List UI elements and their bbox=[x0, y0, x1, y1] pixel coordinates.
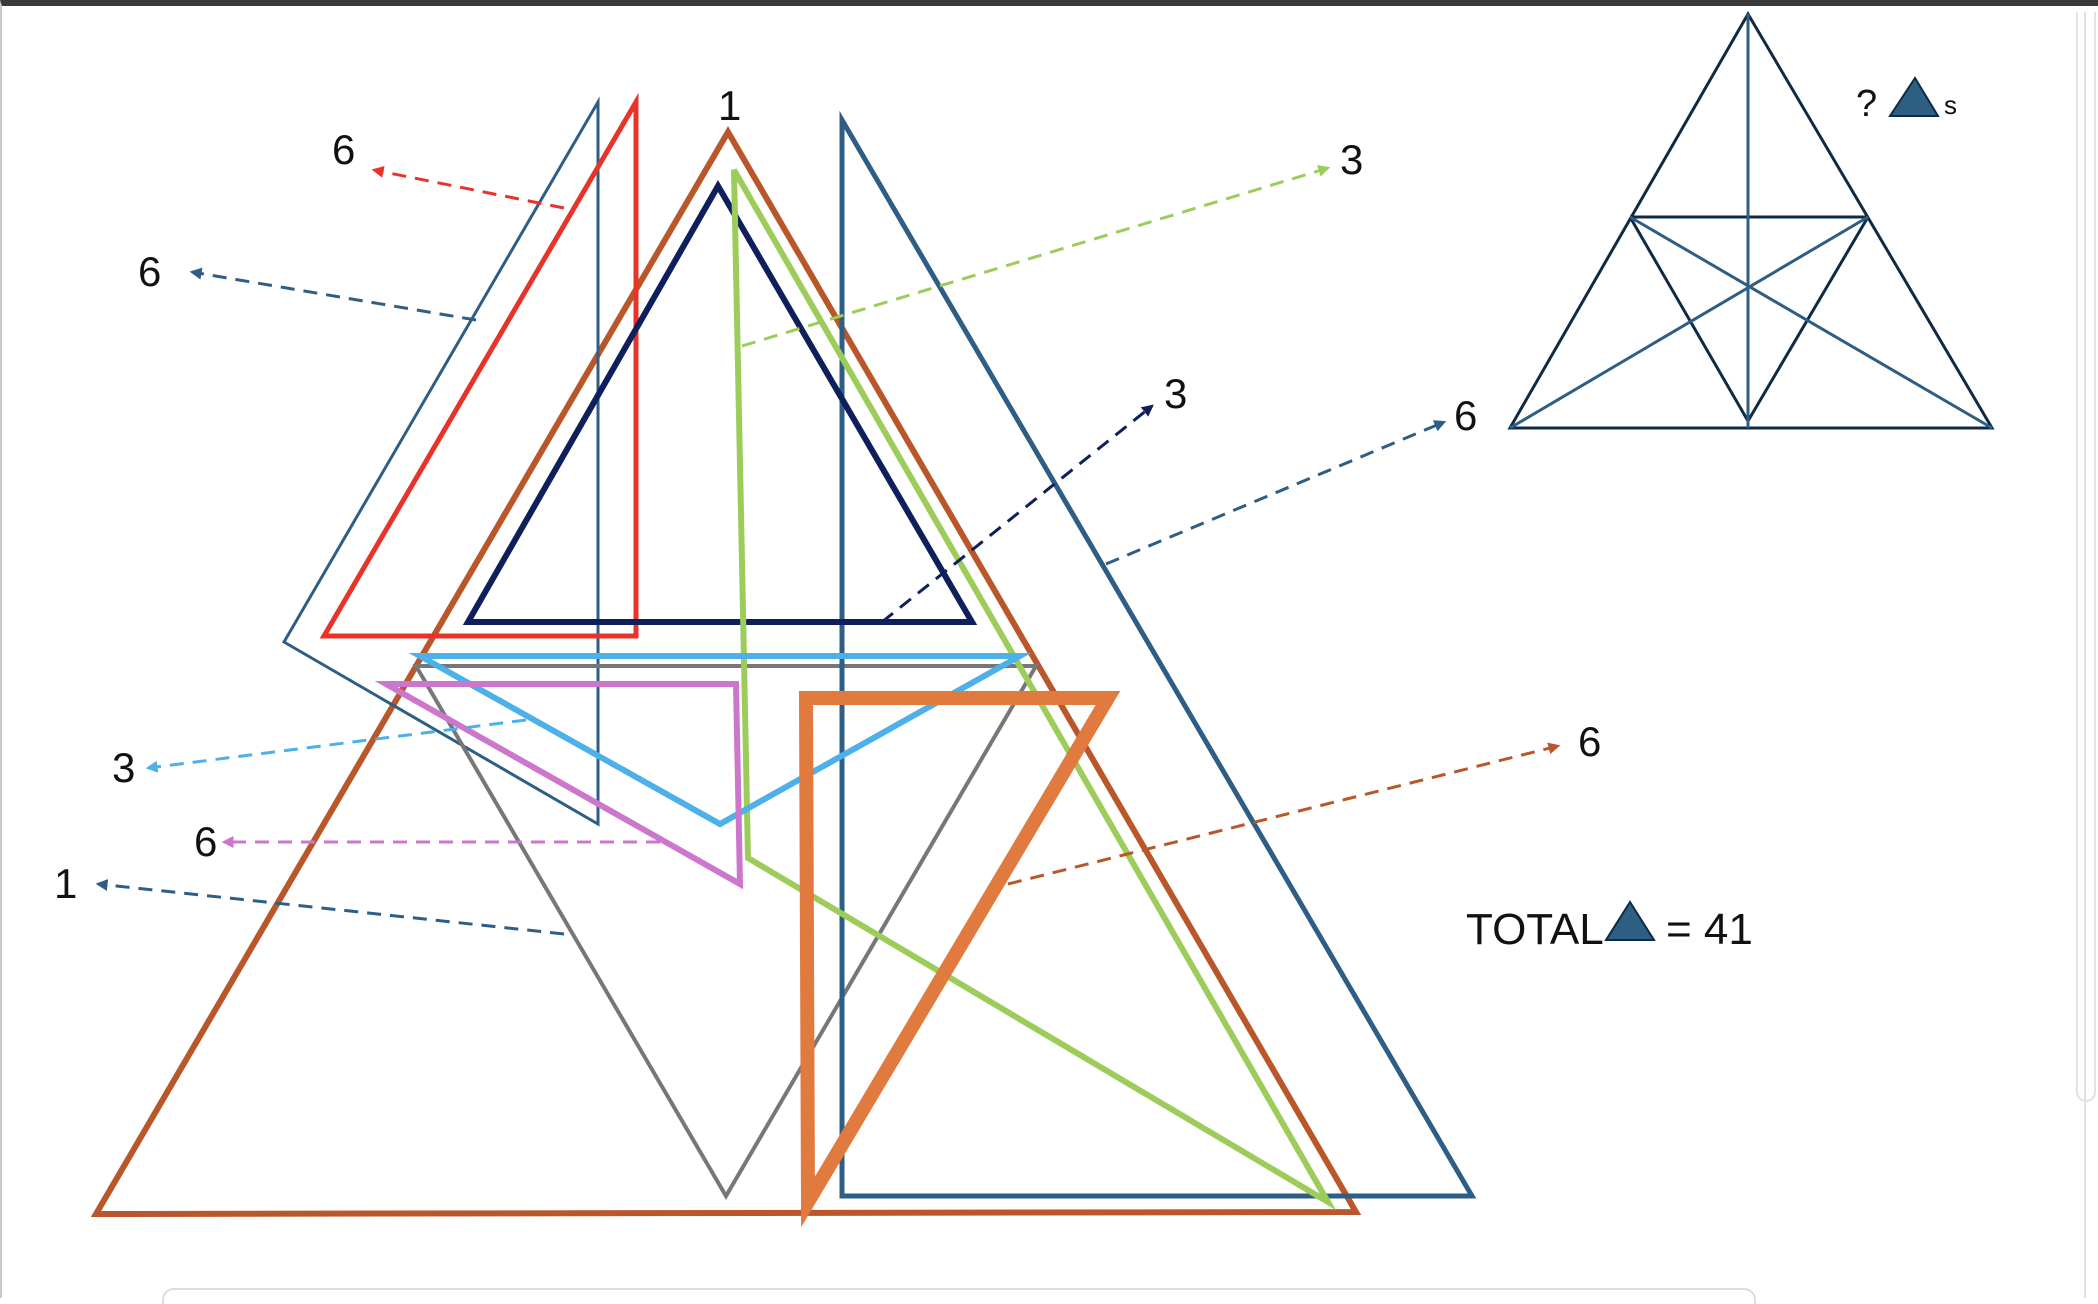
green-triangle bbox=[731, 168, 1337, 1211]
triangle-icon bbox=[1888, 76, 1940, 117]
count-navy-right: 3 bbox=[1164, 370, 1187, 417]
arrow-steel-right bbox=[1105, 420, 1447, 566]
orange-triangle bbox=[798, 691, 1121, 1228]
reference-median-left bbox=[1509, 215, 1869, 430]
arrow-navy-right bbox=[881, 404, 1154, 624]
vertical-scroll-thumb[interactable] bbox=[2076, 12, 2096, 1102]
count-red-left: 6 bbox=[332, 126, 355, 173]
total-value: = 41 bbox=[1666, 905, 1753, 954]
arrow-outer-left bbox=[95, 879, 565, 936]
count-magenta-left: 6 bbox=[194, 818, 217, 865]
count-orange-right: 6 bbox=[1578, 718, 1601, 765]
count-sky-left: 3 bbox=[112, 744, 135, 791]
arrow-steel-left bbox=[189, 267, 477, 322]
reference-inner-right bbox=[1746, 216, 1870, 422]
arrow-sky-left bbox=[145, 718, 527, 773]
triangle-count-diagram: ? s 1 6 bbox=[54, 11, 1995, 1228]
question-mark-label: ? bbox=[1856, 83, 1877, 125]
total-label: TOTAL bbox=[1466, 905, 1604, 954]
reference-median-right bbox=[1629, 215, 1993, 430]
reference-outer-triangle bbox=[1507, 11, 1995, 430]
arrow-red-left bbox=[371, 165, 565, 210]
reference-inner-left bbox=[1628, 216, 1750, 422]
gray-triangle bbox=[412, 664, 1040, 1200]
vertical-scrollbar[interactable] bbox=[2072, 12, 2098, 1102]
count-green-right: 3 bbox=[1340, 136, 1363, 183]
arrow-orange-right bbox=[1007, 742, 1561, 886]
red-triangle bbox=[319, 92, 639, 639]
steel-left-triangle bbox=[281, 96, 600, 827]
magenta-triangle bbox=[374, 681, 744, 890]
arrow-green-right bbox=[741, 165, 1331, 348]
count-outer-bottom-left: 1 bbox=[54, 860, 77, 907]
window-edge bbox=[2084, 12, 2086, 1298]
count-steel-left: 6 bbox=[138, 248, 161, 295]
reference-triangle-figure bbox=[1507, 11, 1995, 430]
count-outer-top: 1 bbox=[718, 82, 741, 129]
outer-brown-triangle bbox=[90, 126, 1362, 1218]
count-steel-right: 6 bbox=[1454, 392, 1477, 439]
horizontal-scrollbar[interactable] bbox=[162, 1288, 1756, 1304]
sky-triangle bbox=[408, 653, 1032, 828]
total-triangle-icon bbox=[1604, 900, 1656, 941]
question-suffix-label: s bbox=[1944, 90, 1957, 120]
navy-triangle bbox=[462, 180, 978, 625]
